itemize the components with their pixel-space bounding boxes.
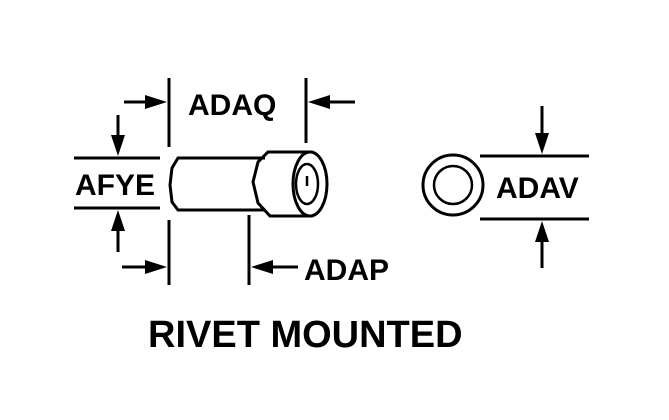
rivet-bore-circle (432, 164, 474, 206)
rivet-head-outer-circle (421, 153, 485, 217)
dimension-label-adap: ADAP (304, 254, 389, 287)
arrow-left-icon (308, 95, 330, 109)
arrow-down-icon (535, 133, 549, 154)
dimension-afye: AFYE (74, 115, 160, 252)
dimension-adap: ADAP (122, 215, 389, 287)
arrow-right-icon (145, 260, 167, 274)
end-view (421, 153, 485, 217)
diagram-caption: RIVET MOUNTED (148, 314, 463, 356)
rivet-head-face (291, 150, 329, 218)
dimension-label-adav: ADAV (496, 172, 579, 205)
dimension-adav: ADAV (480, 106, 589, 268)
rivet-shank (168, 156, 265, 212)
arrow-left-icon (251, 260, 273, 274)
dimension-label-afye: AFYE (75, 169, 155, 202)
side-view (168, 150, 329, 218)
arrow-down-icon (111, 135, 125, 156)
arrow-up-icon (111, 210, 125, 231)
rivet-bore (294, 162, 320, 206)
arrow-right-icon (145, 95, 167, 109)
dimension-label-adaq: ADAQ (188, 89, 276, 122)
arrow-up-icon (535, 221, 549, 242)
dimension-adaq: ADAQ (124, 78, 355, 147)
rivet-head (251, 150, 313, 218)
